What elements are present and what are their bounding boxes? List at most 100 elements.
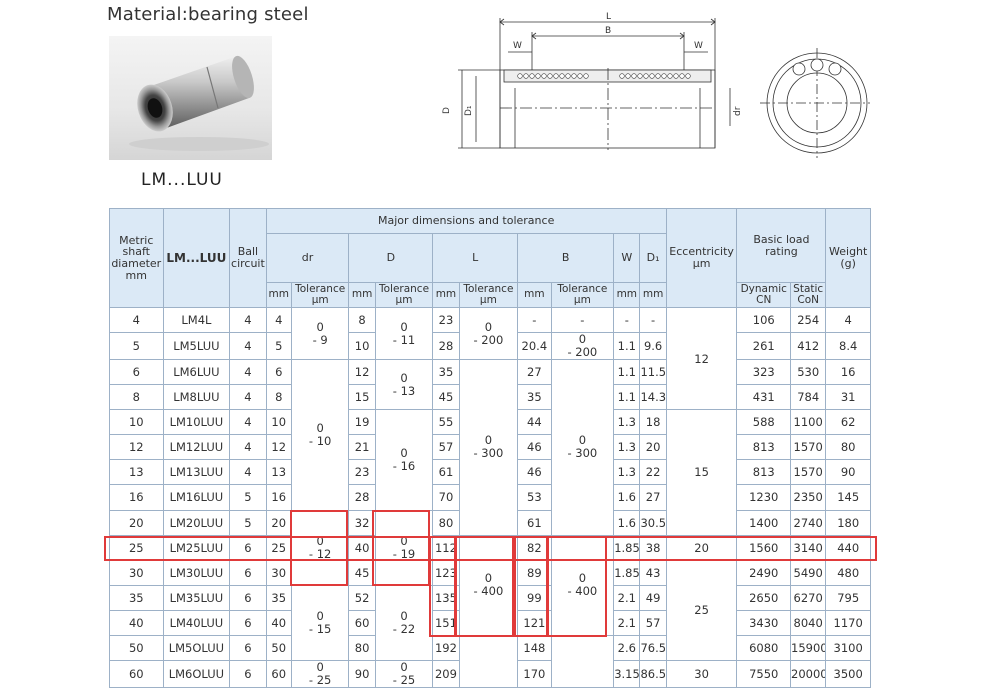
cell-ball: 4 bbox=[229, 459, 267, 486]
cell-static: 784 bbox=[790, 384, 827, 411]
cell-dynamic: 2650 bbox=[736, 584, 792, 611]
cell-dr: 35 bbox=[265, 584, 292, 611]
unit-mm: mm bbox=[348, 282, 376, 308]
cell-D1: 18 bbox=[639, 409, 667, 436]
cell-B: 121 bbox=[517, 609, 552, 636]
cell-D: 80 bbox=[348, 634, 376, 661]
table-row: 60 LM6OLUU 6 60 0- 25 90 0- 25 209 170 3… bbox=[109, 659, 871, 689]
cell-D-tolerance: 0- 11 bbox=[374, 306, 434, 361]
table-row: 6 LM6LUU 4 6 0- 10 12 0- 13 35 0- 300 27… bbox=[109, 359, 871, 536]
cell-eccentricity: 12 bbox=[665, 306, 738, 411]
cell-D: 32 bbox=[348, 509, 376, 536]
cell-weight: 8.4 bbox=[825, 332, 871, 361]
col-L-header: L bbox=[432, 233, 519, 283]
cell-dr-tolerance: 0- 9 bbox=[290, 306, 350, 361]
col-eccentricity-header: Eccentricity μm bbox=[665, 208, 738, 308]
cell-model: LM5LUU bbox=[162, 332, 231, 361]
cell-D1: 14.3 bbox=[639, 384, 667, 411]
cell-W: 1.85 bbox=[613, 559, 641, 586]
cell-ball: 4 bbox=[229, 332, 267, 361]
cell-B: 170 bbox=[517, 659, 552, 689]
material-label: Material:bearing steel bbox=[107, 4, 309, 25]
cell-ball: 6 bbox=[229, 609, 267, 636]
cell-static: 2350 bbox=[790, 484, 827, 511]
cell-W: 1.6 bbox=[613, 509, 641, 536]
unit-mm: mm bbox=[265, 282, 292, 308]
cell-shaft: 30 bbox=[109, 559, 164, 586]
table-row: 50 LM5OLUU 6 50 80 192 148 2.6 76.5 6080… bbox=[109, 634, 871, 689]
cell-dr: 8 bbox=[265, 384, 292, 411]
cell-static: 1100 bbox=[790, 409, 827, 436]
cell-B-tolerance: 0- 300 bbox=[550, 359, 615, 536]
cell-ball: 6 bbox=[229, 584, 267, 611]
cell-dynamic: 431 bbox=[736, 384, 792, 411]
cell-dr-tolerance: 0- 15 bbox=[290, 584, 350, 661]
col-D1-header: D₁ bbox=[639, 233, 667, 283]
cell-weight: 90 bbox=[825, 459, 871, 486]
cell-W: 1.1 bbox=[613, 384, 641, 411]
cell-ball: 4 bbox=[229, 434, 267, 461]
cell-dynamic: 261 bbox=[736, 332, 792, 361]
dim-D1-label: D₁ bbox=[464, 105, 474, 116]
table-row: 8 LM8LUU 4 8 15 45 35 1.1 14.3 431 784 3… bbox=[109, 384, 871, 411]
cell-dr: 60 bbox=[265, 659, 292, 689]
cell-L: 57 bbox=[432, 434, 460, 461]
cell-model: LM25LUU bbox=[162, 534, 231, 561]
cell-dynamic: 588 bbox=[736, 409, 792, 436]
major-dimensions-header: Major dimensions and tolerance bbox=[265, 208, 667, 234]
col-load-header: Basic load rating bbox=[736, 208, 827, 283]
cell-D1: - bbox=[639, 306, 667, 334]
cell-L: 209 bbox=[432, 659, 460, 689]
cell-L: 23 bbox=[432, 306, 460, 334]
cell-D: 52 bbox=[348, 584, 376, 611]
unit-tolerance: Tolerance μm bbox=[550, 282, 615, 308]
cell-B: 148 bbox=[517, 634, 552, 661]
cell-D1: 20 bbox=[639, 434, 667, 461]
cell-shaft: 8 bbox=[109, 384, 164, 411]
cell-W: 1.1 bbox=[613, 332, 641, 361]
cell-model: LM20LUU bbox=[162, 509, 231, 536]
cell-D: 90 bbox=[348, 659, 376, 689]
cell-W: 3.15 bbox=[613, 659, 641, 689]
cell-static: 8040 bbox=[790, 609, 827, 636]
col-dr-header: dr bbox=[265, 233, 350, 283]
cell-dynamic: 106 bbox=[736, 306, 792, 334]
cell-eccentricity: 15 bbox=[665, 409, 738, 536]
cell-D1: 38 bbox=[639, 534, 667, 561]
cell-static: 1570 bbox=[790, 459, 827, 486]
cell-B-tolerance: 0- 400 bbox=[550, 534, 615, 636]
dim-dr-label: dr bbox=[733, 106, 743, 116]
cell-dynamic: 813 bbox=[736, 459, 792, 486]
cell-weight: 80 bbox=[825, 434, 871, 461]
cell-D1: 30.5 bbox=[639, 509, 667, 536]
cell-B-tolerance: - bbox=[550, 306, 615, 334]
unit-tolerance: Tolerance μm bbox=[374, 282, 434, 308]
cell-static: 2740 bbox=[790, 509, 827, 536]
unit-tolerance: Tolerance μm bbox=[290, 282, 350, 308]
table-row-highlighted: 25 LM25LUU 6 25 40 112 0- 400 82 0- 400 … bbox=[109, 534, 871, 636]
cell-ball: 4 bbox=[229, 409, 267, 436]
cell-model: LM35LUU bbox=[162, 584, 231, 611]
cell-B-tolerance: 0- 200 bbox=[550, 332, 615, 361]
cell-static: 530 bbox=[790, 359, 827, 386]
cell-ball: 6 bbox=[229, 559, 267, 586]
cell-static: 1570 bbox=[790, 434, 827, 461]
cell-weight: 145 bbox=[825, 484, 871, 511]
cell-L: 123 bbox=[432, 559, 460, 586]
cell-shaft: 20 bbox=[109, 509, 164, 536]
cell-D1: 22 bbox=[639, 459, 667, 486]
cell-dr-tolerance: 0- 25 bbox=[290, 659, 350, 689]
model-caption: LM...LUU bbox=[141, 170, 223, 190]
cell-ball: 6 bbox=[229, 634, 267, 661]
cell-dynamic: 1400 bbox=[736, 509, 792, 536]
cell-D: 8 bbox=[348, 306, 376, 334]
cell-dr: 5 bbox=[265, 332, 292, 361]
technical-drawing: L B W W D D₁ dr bbox=[440, 8, 874, 158]
cell-W: 1.85 bbox=[613, 534, 641, 561]
cell-model: LM13LUU bbox=[162, 459, 231, 486]
cell-dynamic: 1230 bbox=[736, 484, 792, 511]
cell-dr-tolerance: 0- 12 bbox=[290, 509, 350, 586]
cell-shaft: 12 bbox=[109, 434, 164, 461]
cell-B: 35 bbox=[517, 384, 552, 411]
cell-static: 6270 bbox=[790, 584, 827, 611]
